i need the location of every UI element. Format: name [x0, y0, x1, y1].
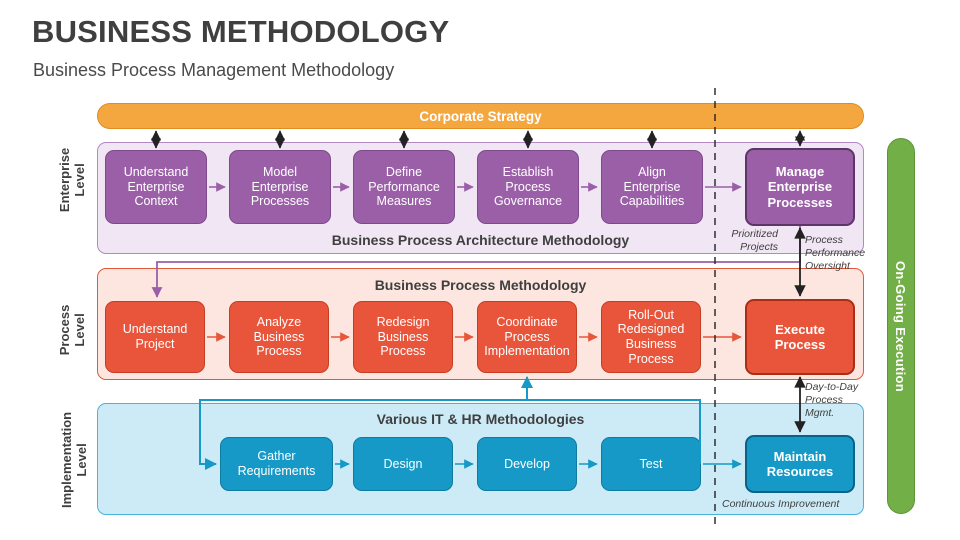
- node-design[interactable]: Design: [353, 437, 453, 491]
- ongoing-execution-label: On-Going Execution: [893, 260, 909, 392]
- node-understand-project[interactable]: Understand Project: [105, 301, 205, 373]
- row-label-implementation: Implementation Level: [59, 411, 89, 508]
- node-coordinate-process-implementation[interactable]: Coordinate Process Implementation: [477, 301, 577, 373]
- node-roll-out-redesigned-business-process[interactable]: Roll-Out Redesigned Business Process: [601, 301, 701, 373]
- row-label-enterprise: Enterprise Level: [57, 147, 87, 213]
- node-gather-requirements[interactable]: Gather Requirements: [220, 437, 333, 491]
- node-establish-process-governance[interactable]: Establish Process Governance: [477, 150, 579, 224]
- annotation-day-to-day-process-mgmt: Day-to-Day Process Mgmt.: [805, 381, 859, 419]
- node-understand-enterprise-context[interactable]: Understand Enterprise Context: [105, 150, 207, 224]
- node-test[interactable]: Test: [601, 437, 701, 491]
- annotation-continuous-improvement: Continuous Improvement: [722, 498, 840, 510]
- node-model-enterprise-processes[interactable]: Model Enterprise Processes: [229, 150, 331, 224]
- page-title: BUSINESS METHODOLOGY: [32, 14, 450, 49]
- band-title-process: Business Process Methodology: [374, 277, 587, 293]
- node-manage-enterprise-processes[interactable]: Manage Enterprise Processes: [745, 148, 855, 226]
- band-title-implementation: Various IT & HR Methodologies: [376, 411, 585, 427]
- row-label-process: Process Level: [57, 304, 87, 356]
- page-subtitle: Business Process Management Methodology: [33, 60, 395, 80]
- ongoing-execution-bar[interactable]: On-Going Execution: [887, 138, 915, 514]
- node-analyze-business-process[interactable]: Analyze Business Process: [229, 301, 329, 373]
- annotation-process-performance-oversight: Process Performance Oversight: [805, 234, 866, 272]
- node-align-enterprise-capabilities[interactable]: Align Enterprise Capabilities: [601, 150, 703, 224]
- node-define-performance-measures[interactable]: Define Performance Measures: [353, 150, 455, 224]
- node-maintain-resources[interactable]: Maintain Resources: [745, 435, 855, 493]
- node-execute-process[interactable]: Execute Process: [745, 299, 855, 375]
- annotation-prioritized-projects: Prioritized Projects: [731, 228, 778, 253]
- node-redesign-business-process[interactable]: Redesign Business Process: [353, 301, 453, 373]
- node-develop[interactable]: Develop: [477, 437, 577, 491]
- corporate-strategy-bar[interactable]: Corporate Strategy: [97, 103, 864, 129]
